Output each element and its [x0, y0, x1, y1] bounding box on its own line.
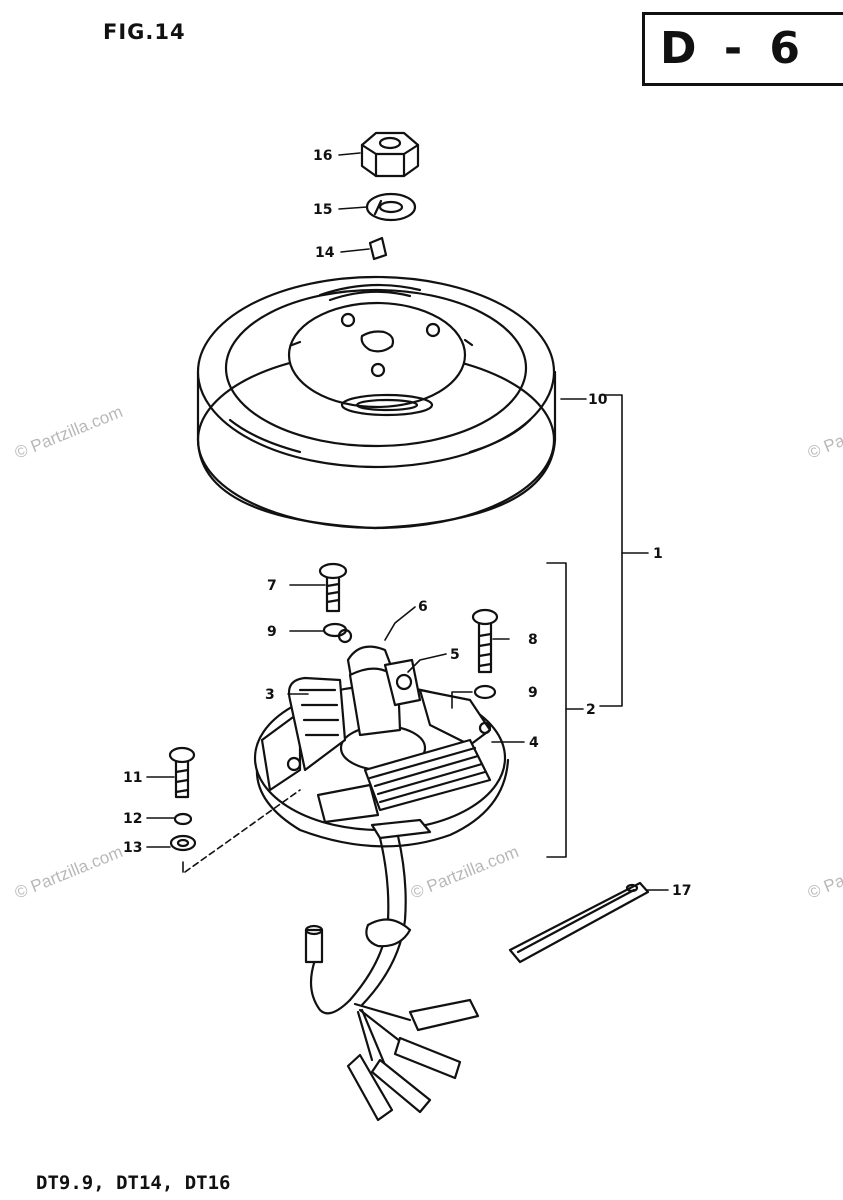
- nut-part: [360, 131, 420, 178]
- callout-13: 13: [123, 840, 142, 856]
- flywheel-part: [196, 275, 557, 530]
- wiring-harness: [304, 834, 480, 1122]
- callout-11: 11: [123, 770, 142, 786]
- callout-9-right: 9: [528, 685, 538, 701]
- callout-14: 14: [315, 245, 335, 261]
- callout-12: 12: [123, 811, 142, 827]
- callout-5: 5: [450, 647, 460, 663]
- washer-part: [365, 192, 417, 222]
- lock-washer-part: [173, 812, 193, 826]
- callout-9-left: 9: [267, 624, 277, 640]
- stator-assembly: [253, 628, 510, 848]
- strap-part: [508, 881, 650, 964]
- figure-label: FIG.14: [103, 20, 186, 44]
- model-list: DT9.9, DT14, DT16: [36, 1172, 231, 1194]
- screw-part: [471, 608, 499, 674]
- callout-8: 8: [528, 632, 538, 648]
- callout-10: 10: [588, 392, 608, 408]
- callout-4: 4: [529, 735, 539, 751]
- callout-7: 7: [267, 578, 277, 594]
- section-code-box: D - 6: [642, 12, 843, 86]
- callout-6: 6: [418, 599, 428, 615]
- section-code: D - 6: [660, 23, 807, 74]
- key-part: [368, 236, 388, 261]
- callout-17: 17: [672, 883, 691, 899]
- callout-15: 15: [313, 202, 332, 218]
- callout-1: 1: [653, 546, 663, 562]
- washer-part: [473, 684, 497, 700]
- washer-part: [169, 834, 197, 852]
- screw-part: [168, 746, 196, 799]
- callout-2: 2: [586, 702, 596, 718]
- leader-lines: [146, 152, 669, 891]
- callout-3: 3: [265, 687, 275, 703]
- screw-part: [318, 562, 348, 613]
- callout-16: 16: [313, 148, 332, 164]
